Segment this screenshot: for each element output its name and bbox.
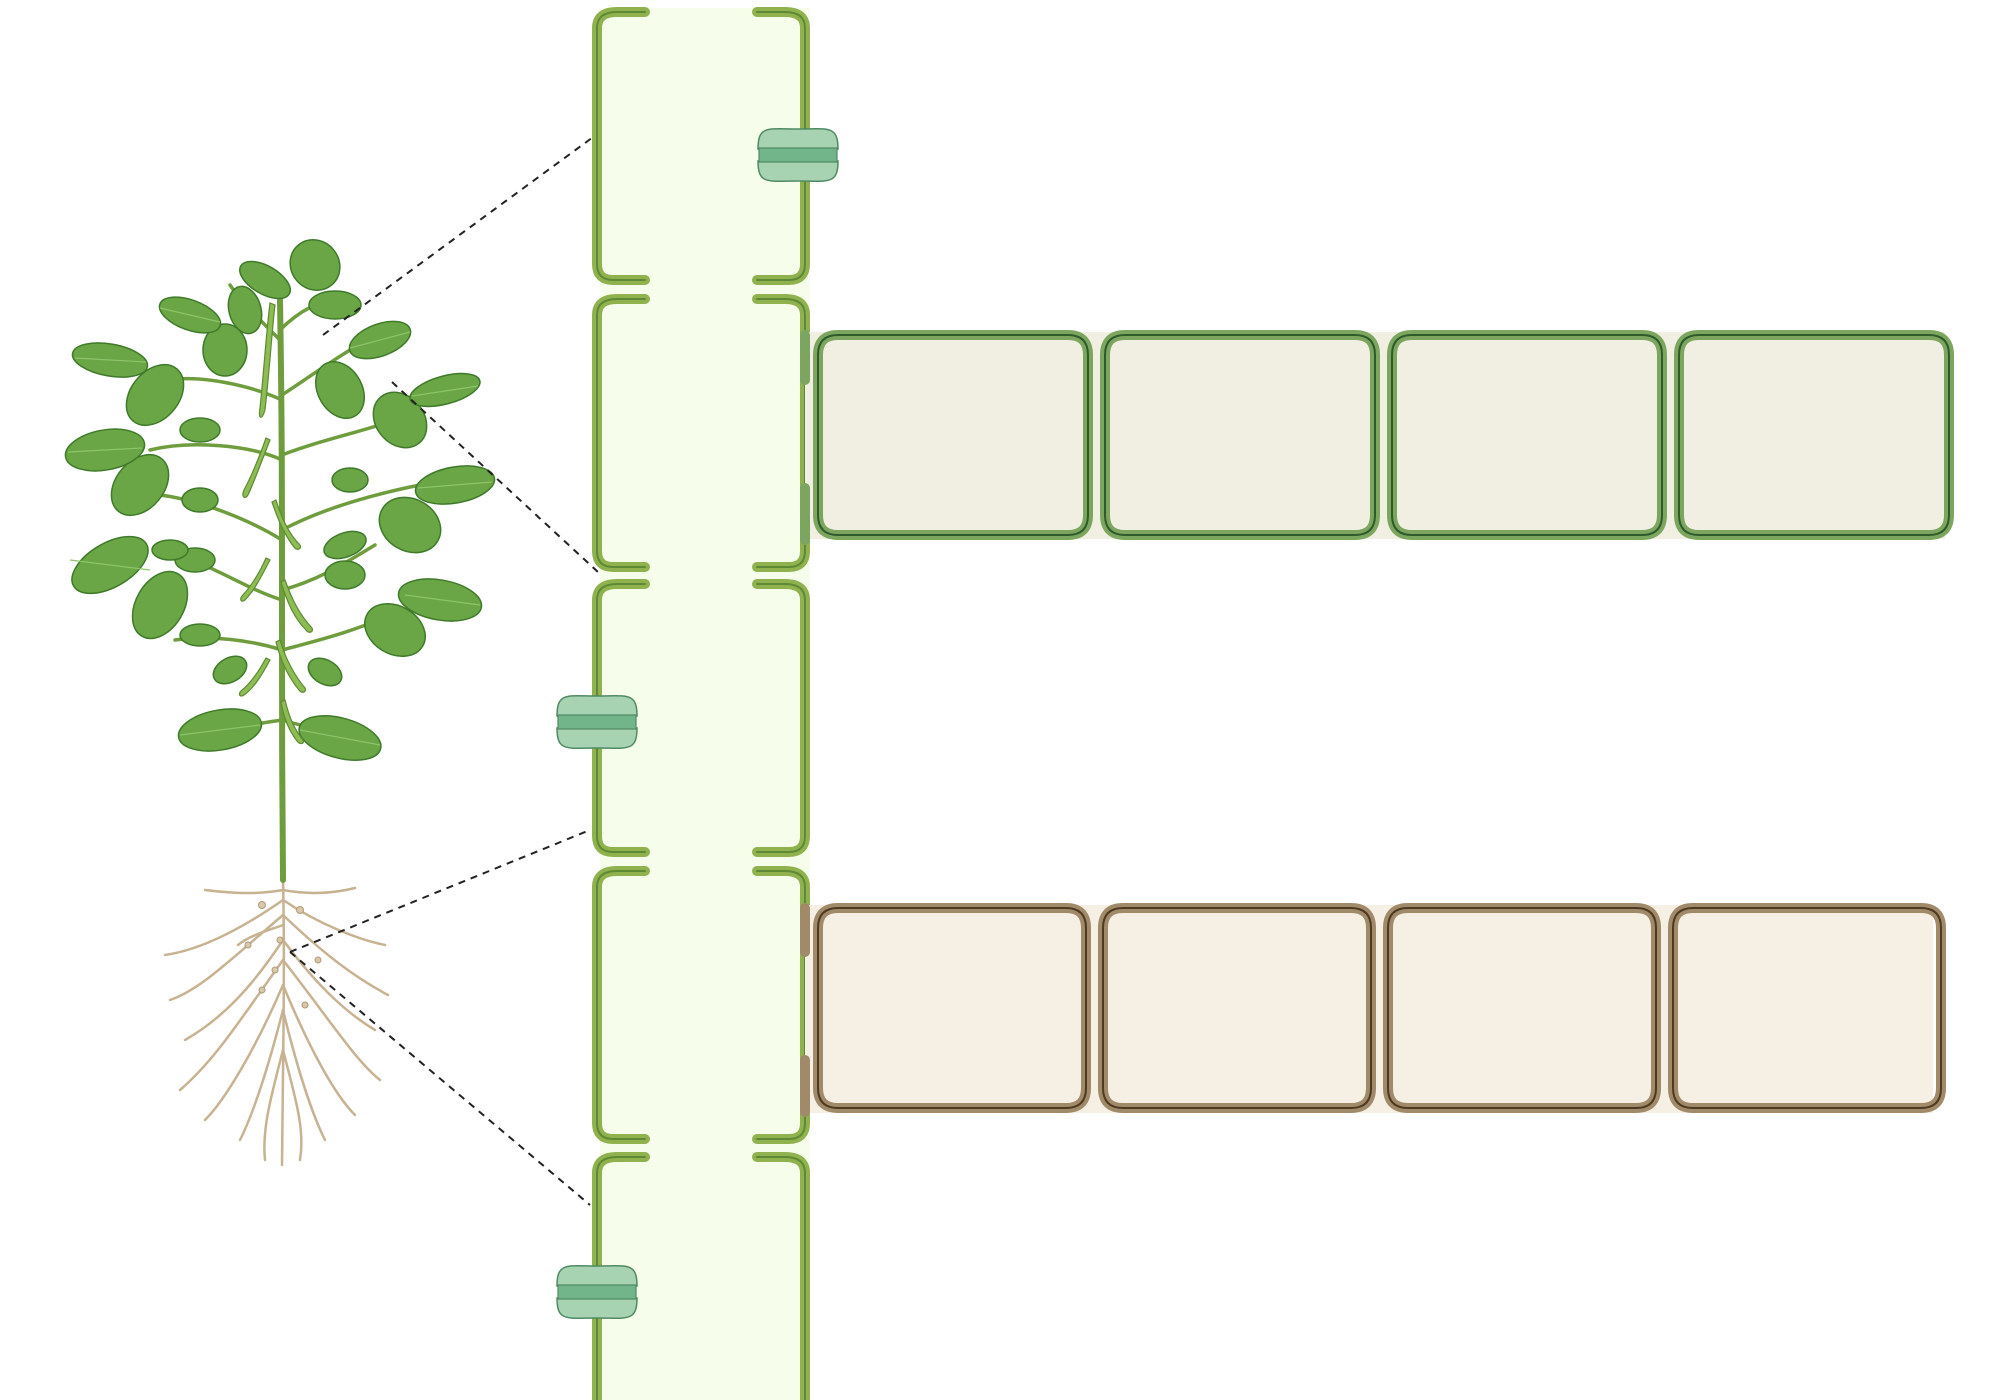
shoot-cell-edge-4 — [1678, 334, 1950, 536]
root-cell-walls-inner — [817, 907, 1942, 1109]
zoom-guide-lines — [289, 131, 601, 1206]
green-cell-row-icon — [800, 330, 1954, 545]
channel-protein-icon — [757, 128, 839, 182]
column-cell-right-edge — [756, 1156, 806, 1400]
root-nodules — [244, 901, 322, 1009]
leaf-veins — [67, 307, 493, 746]
brown-cell-row-icon — [800, 903, 1946, 1117]
root-cell-edge-1 — [817, 907, 1087, 1109]
shoot-cell-edge-3 — [1391, 334, 1663, 536]
column-cell-left-edge — [596, 298, 646, 568]
channel-protein-icon — [556, 695, 638, 749]
column-cell-left-edge — [596, 11, 646, 281]
soybean-plant-icon — [64, 239, 496, 1167]
root-cell-edge-4 — [1672, 907, 1942, 1109]
membrane-proteins — [556, 128, 839, 1319]
soybean-pods — [238, 302, 314, 745]
channel-protein-icon — [556, 1265, 638, 1319]
shoot-cell-edge-1 — [817, 334, 1089, 536]
plant-roots — [163, 878, 390, 1167]
column-cell-left-edge — [596, 870, 646, 1140]
shoot-cell-walls-inner — [817, 334, 1950, 536]
shoot-cell-edge-2 — [1104, 334, 1376, 536]
root-cell-edge-3 — [1387, 907, 1657, 1109]
column-cell-right-edge — [756, 583, 806, 853]
root-cell-edge-2 — [1102, 907, 1372, 1109]
